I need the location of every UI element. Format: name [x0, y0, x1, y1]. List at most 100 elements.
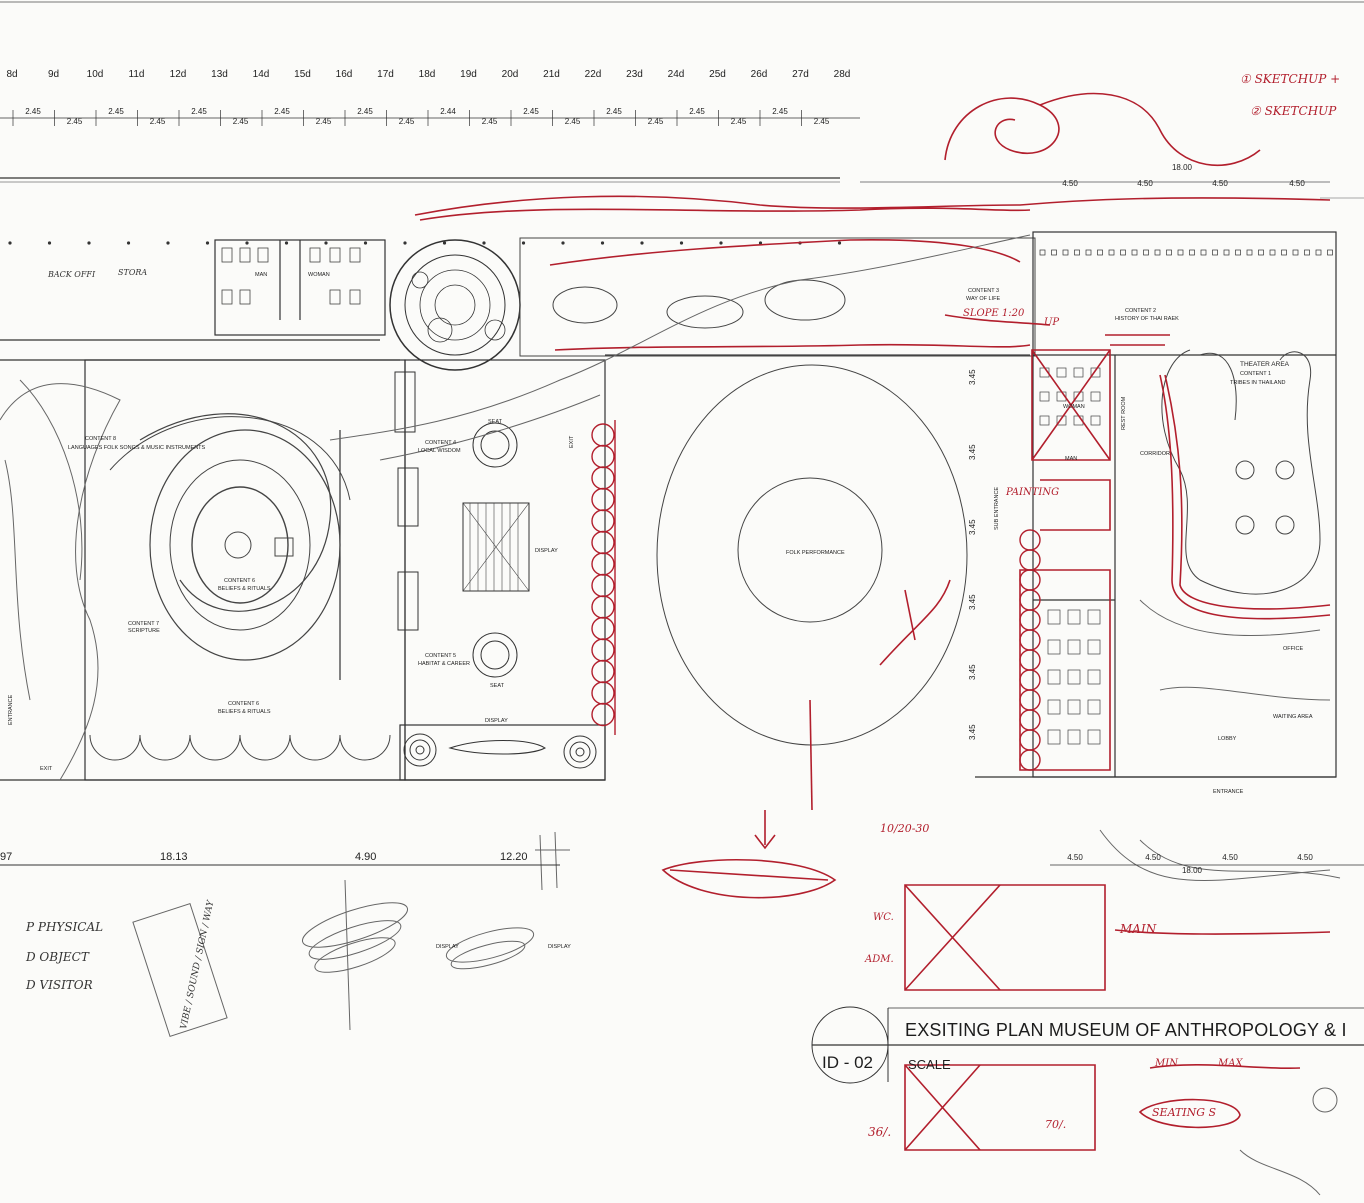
column-square — [1223, 249, 1230, 256]
column-square — [1120, 249, 1126, 256]
column-square — [1281, 249, 1287, 256]
seat-scallop — [591, 487, 615, 512]
vertical-dimension: 3.45 — [968, 594, 977, 610]
left-toilet-fixtures — [221, 247, 361, 305]
seat-scallop — [1019, 649, 1041, 671]
column-dot — [324, 241, 328, 245]
label-entrance-left: ENTRANCE — [8, 694, 14, 725]
vertical-dimension: 3.45 — [968, 444, 977, 460]
red-sketch-markup — [414, 92, 1331, 1151]
axis-label-17d: 17d — [377, 69, 394, 80]
axis-label-21d: 21d — [543, 69, 560, 80]
note-back-office: BACK OFFI — [48, 270, 96, 279]
label-display-1: DISPLAY — [535, 548, 558, 554]
column-dot — [719, 241, 723, 245]
column-dot — [126, 241, 131, 245]
room-labels: MAN WOMAN CONTENT 8 LANGUAGES FOLK SONGS… — [8, 272, 1313, 950]
note-painting: PAINTING — [1006, 487, 1060, 498]
bottom-right-dimension: 4.50 — [1067, 853, 1083, 862]
right-restroom-fixtures — [1039, 367, 1101, 745]
grid-dimension: 2.45 — [814, 117, 830, 126]
label-woman-right: WOMAN — [1063, 404, 1085, 410]
seat-scallop — [591, 509, 615, 533]
column-dot — [482, 241, 486, 245]
axis-label-24d: 24d — [668, 69, 685, 80]
axis-label-20d: 20d — [502, 69, 519, 80]
column-square — [1039, 249, 1046, 256]
label-content2-sub: HISTORY OF THAI RAEK — [1115, 316, 1179, 322]
grid-dimension: 2.45 — [482, 117, 498, 126]
label-content4: CONTENT 4 — [425, 440, 456, 446]
axis-label-16d: 16d — [336, 69, 353, 80]
note-sketchup-1: ① SKETCHUP + — [1240, 72, 1341, 86]
label-content-beliefs: CONTENT 6 — [224, 578, 255, 584]
office-desk — [1047, 729, 1061, 745]
grid-dimension: 2.45 — [357, 107, 373, 116]
toilet-fixture — [1090, 415, 1101, 426]
folk-performance-area — [605, 354, 1030, 746]
vertical-dimensions: 3.453.453.453.453.453.45 — [968, 369, 977, 740]
seat-scallop — [591, 638, 615, 662]
top-right-dimension: 4.50 — [1137, 179, 1153, 188]
bottom-dimension: 4.90 — [355, 851, 376, 863]
pencil-sketch-lines — [0, 234, 1341, 1196]
axis-label-15d: 15d — [294, 69, 311, 80]
seat-scallop — [1019, 609, 1041, 631]
label-display-2: DISPLAY — [485, 718, 508, 724]
grid-dimension: 2.45 — [689, 107, 705, 116]
toilet-fixture — [1039, 415, 1050, 426]
column-square — [1200, 249, 1207, 256]
label-sub-entrance: SUB ENTRANCE — [994, 487, 1000, 530]
column-square — [1154, 249, 1161, 256]
seat-scallop — [1019, 709, 1041, 731]
label-content5: CONTENT 5 — [425, 653, 456, 659]
column-dot — [679, 241, 684, 245]
label-content8-sub: LANGUAGES FOLK SONGS & MUSIC INSTRUMENTS — [68, 445, 206, 451]
column-square — [1062, 249, 1069, 256]
seat-scallop — [1019, 549, 1041, 571]
column-dot — [758, 241, 763, 245]
seat-scallop — [1019, 529, 1041, 551]
legend-physical: P PHYSICAL — [26, 920, 104, 934]
top-right-dimension: 4.50 — [1062, 179, 1078, 188]
label-content3: CONTENT 3 — [968, 288, 999, 294]
vertical-dimension: 3.45 — [968, 369, 977, 385]
grid-dimension: 2.45 — [565, 117, 581, 126]
round-seat-tables — [472, 422, 518, 678]
office-desk — [1067, 729, 1081, 745]
seat-scallop — [591, 659, 615, 684]
label-content2: CONTENT 2 — [1125, 308, 1156, 314]
axis-label-11d: 11d — [129, 69, 145, 80]
note-rail: 10/20-30 — [880, 822, 930, 835]
column-square — [1108, 249, 1115, 256]
red-scalloped-seating-column-2 — [1019, 529, 1041, 771]
toilet-fixture — [1056, 415, 1067, 426]
left-building-walls — [0, 239, 606, 781]
bottom-right-dimension: 4.50 — [1297, 853, 1313, 862]
office-desk — [1047, 699, 1061, 715]
seat-scallop — [1019, 629, 1041, 651]
label-exit-side: EXIT — [569, 435, 575, 448]
seat-scallop — [1019, 569, 1041, 591]
seat-scallop — [591, 444, 615, 469]
office-desk — [1047, 609, 1061, 625]
label-theater: THEATER AREA — [1240, 361, 1290, 368]
seat-scallop — [591, 552, 615, 576]
label-seat-2: SEAT — [490, 683, 505, 689]
toilet-fixture — [1090, 367, 1101, 378]
label-seat-1: SEAT — [488, 419, 503, 425]
bottom-right-dimension: 18.00 — [1182, 866, 1203, 875]
grid-dimension: 2.45 — [731, 117, 747, 126]
label-content6b: CONTENT 6 — [228, 701, 259, 707]
note-70: 70/. — [1045, 1118, 1067, 1131]
label-woman-left: WOMAN — [308, 272, 330, 278]
label-content7: CONTENT 7 — [128, 621, 159, 627]
column-dot — [87, 241, 91, 245]
label-content1: CONTENT 1 — [1240, 371, 1271, 377]
column-dot — [166, 241, 170, 245]
grid-dimension: 2.45 — [772, 107, 788, 116]
label-content8: CONTENT 8 — [85, 436, 116, 442]
seat-scallop — [591, 530, 615, 555]
